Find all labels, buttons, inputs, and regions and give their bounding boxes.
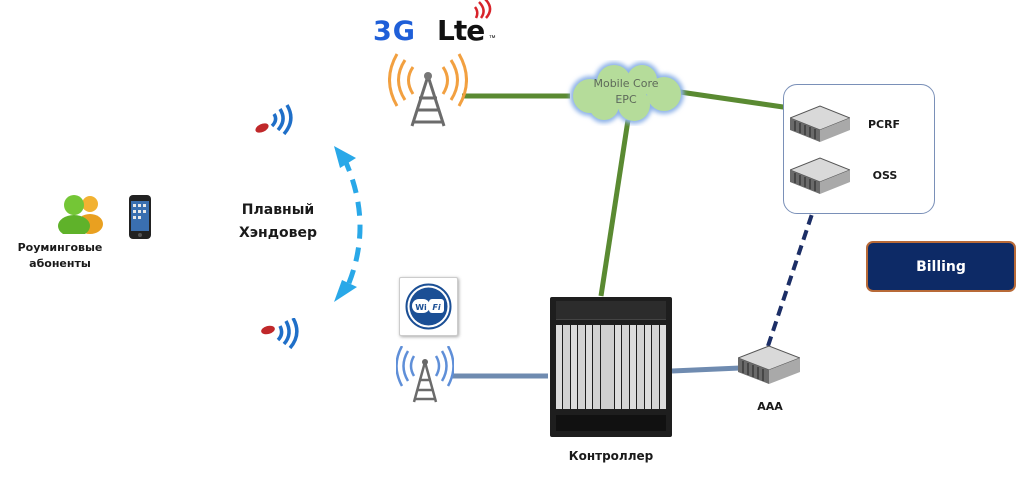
cloud-icon bbox=[570, 62, 684, 124]
policy-group-box bbox=[783, 84, 935, 214]
controller-bottom-panel bbox=[556, 415, 666, 431]
svg-text:Fi: Fi bbox=[432, 303, 440, 312]
arrow-up-head bbox=[334, 146, 356, 168]
wifi-logo-icon: Wi Fi bbox=[405, 283, 452, 330]
users-icon bbox=[58, 195, 103, 234]
billing-box: Billing bbox=[866, 241, 1016, 292]
handover-label-line1: Плавный bbox=[241, 202, 315, 218]
controller-label: Контроллер bbox=[568, 449, 654, 463]
mobile-core-label-line2: EPC bbox=[615, 93, 637, 106]
controller-top-panel bbox=[556, 301, 666, 320]
mobile-core-label: Mobile Core EPC bbox=[562, 76, 690, 108]
smartphone-icon bbox=[129, 195, 151, 239]
pcrf-label: PCRF bbox=[867, 118, 901, 131]
oss-server-icon bbox=[790, 157, 850, 194]
signal-bottom-icon bbox=[261, 318, 299, 350]
cell-tower-icon bbox=[388, 53, 468, 127]
link-controller-to-aaa bbox=[671, 365, 741, 374]
link-core-to-policy bbox=[679, 89, 791, 111]
wifi-ap-tower-icon bbox=[396, 346, 454, 403]
oss-label: OSS bbox=[872, 169, 898, 182]
handover-label: Плавный Хэндовер bbox=[228, 199, 328, 245]
logo-lte-tm: ™ bbox=[488, 35, 496, 42]
link-aaa-to-policy bbox=[766, 213, 814, 347]
handover-label-line2: Хэндовер bbox=[238, 225, 318, 241]
subscribers-group: Роуминговые абоненты bbox=[18, 188, 151, 278]
controller-chassis bbox=[550, 297, 672, 437]
logo-lte: Lte ™ bbox=[437, 0, 496, 47]
wifi-logo-badge: Wi Fi bbox=[399, 277, 458, 336]
pcrf-server-icon bbox=[790, 105, 850, 142]
handover-arc bbox=[341, 156, 363, 292]
signal-top-icon bbox=[255, 104, 293, 136]
svg-text:Wi: Wi bbox=[415, 303, 427, 312]
arrow-down-head bbox=[334, 280, 357, 302]
controller-card-rack bbox=[556, 325, 667, 409]
logo-3g: 3G bbox=[373, 16, 416, 47]
mobile-core-cloud: Mobile Core EPC bbox=[562, 60, 690, 126]
billing-label: Billing bbox=[916, 258, 966, 275]
subscribers-label: Роуминговые абоненты bbox=[6, 240, 114, 272]
mobile-core-label-line1: Mobile Core bbox=[593, 77, 659, 90]
logo-lte-text: Lte bbox=[437, 14, 485, 47]
aaa-label: AAA bbox=[757, 400, 783, 413]
subscribers-label-line1: Роуминговые bbox=[17, 241, 103, 254]
link-core-to-controller bbox=[598, 119, 631, 297]
subscribers-label-line2: абоненты bbox=[29, 257, 91, 270]
aaa-server-icon bbox=[738, 345, 800, 384]
lte-signal-icon bbox=[473, 0, 492, 19]
